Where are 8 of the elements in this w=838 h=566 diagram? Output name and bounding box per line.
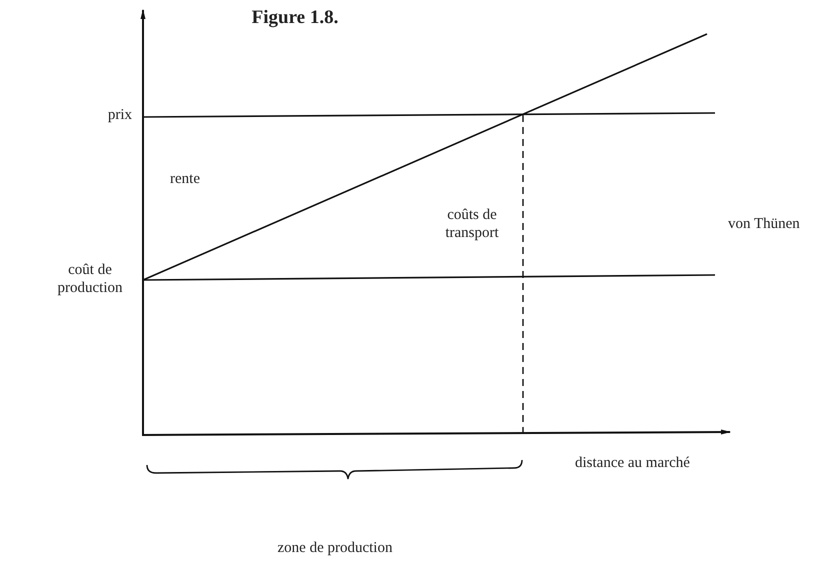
axis-label: distance au marché (575, 454, 691, 472)
axis-label: prix (106, 106, 132, 124)
axis-label: rente (170, 170, 201, 188)
axis-label: coûts de transport (444, 206, 500, 242)
axis-label: zone de production (276, 539, 394, 557)
figure-title: Figure 1.8. (250, 6, 340, 30)
axis-label: coût de production (56, 261, 124, 297)
axis-label: von Thünen (728, 215, 801, 233)
